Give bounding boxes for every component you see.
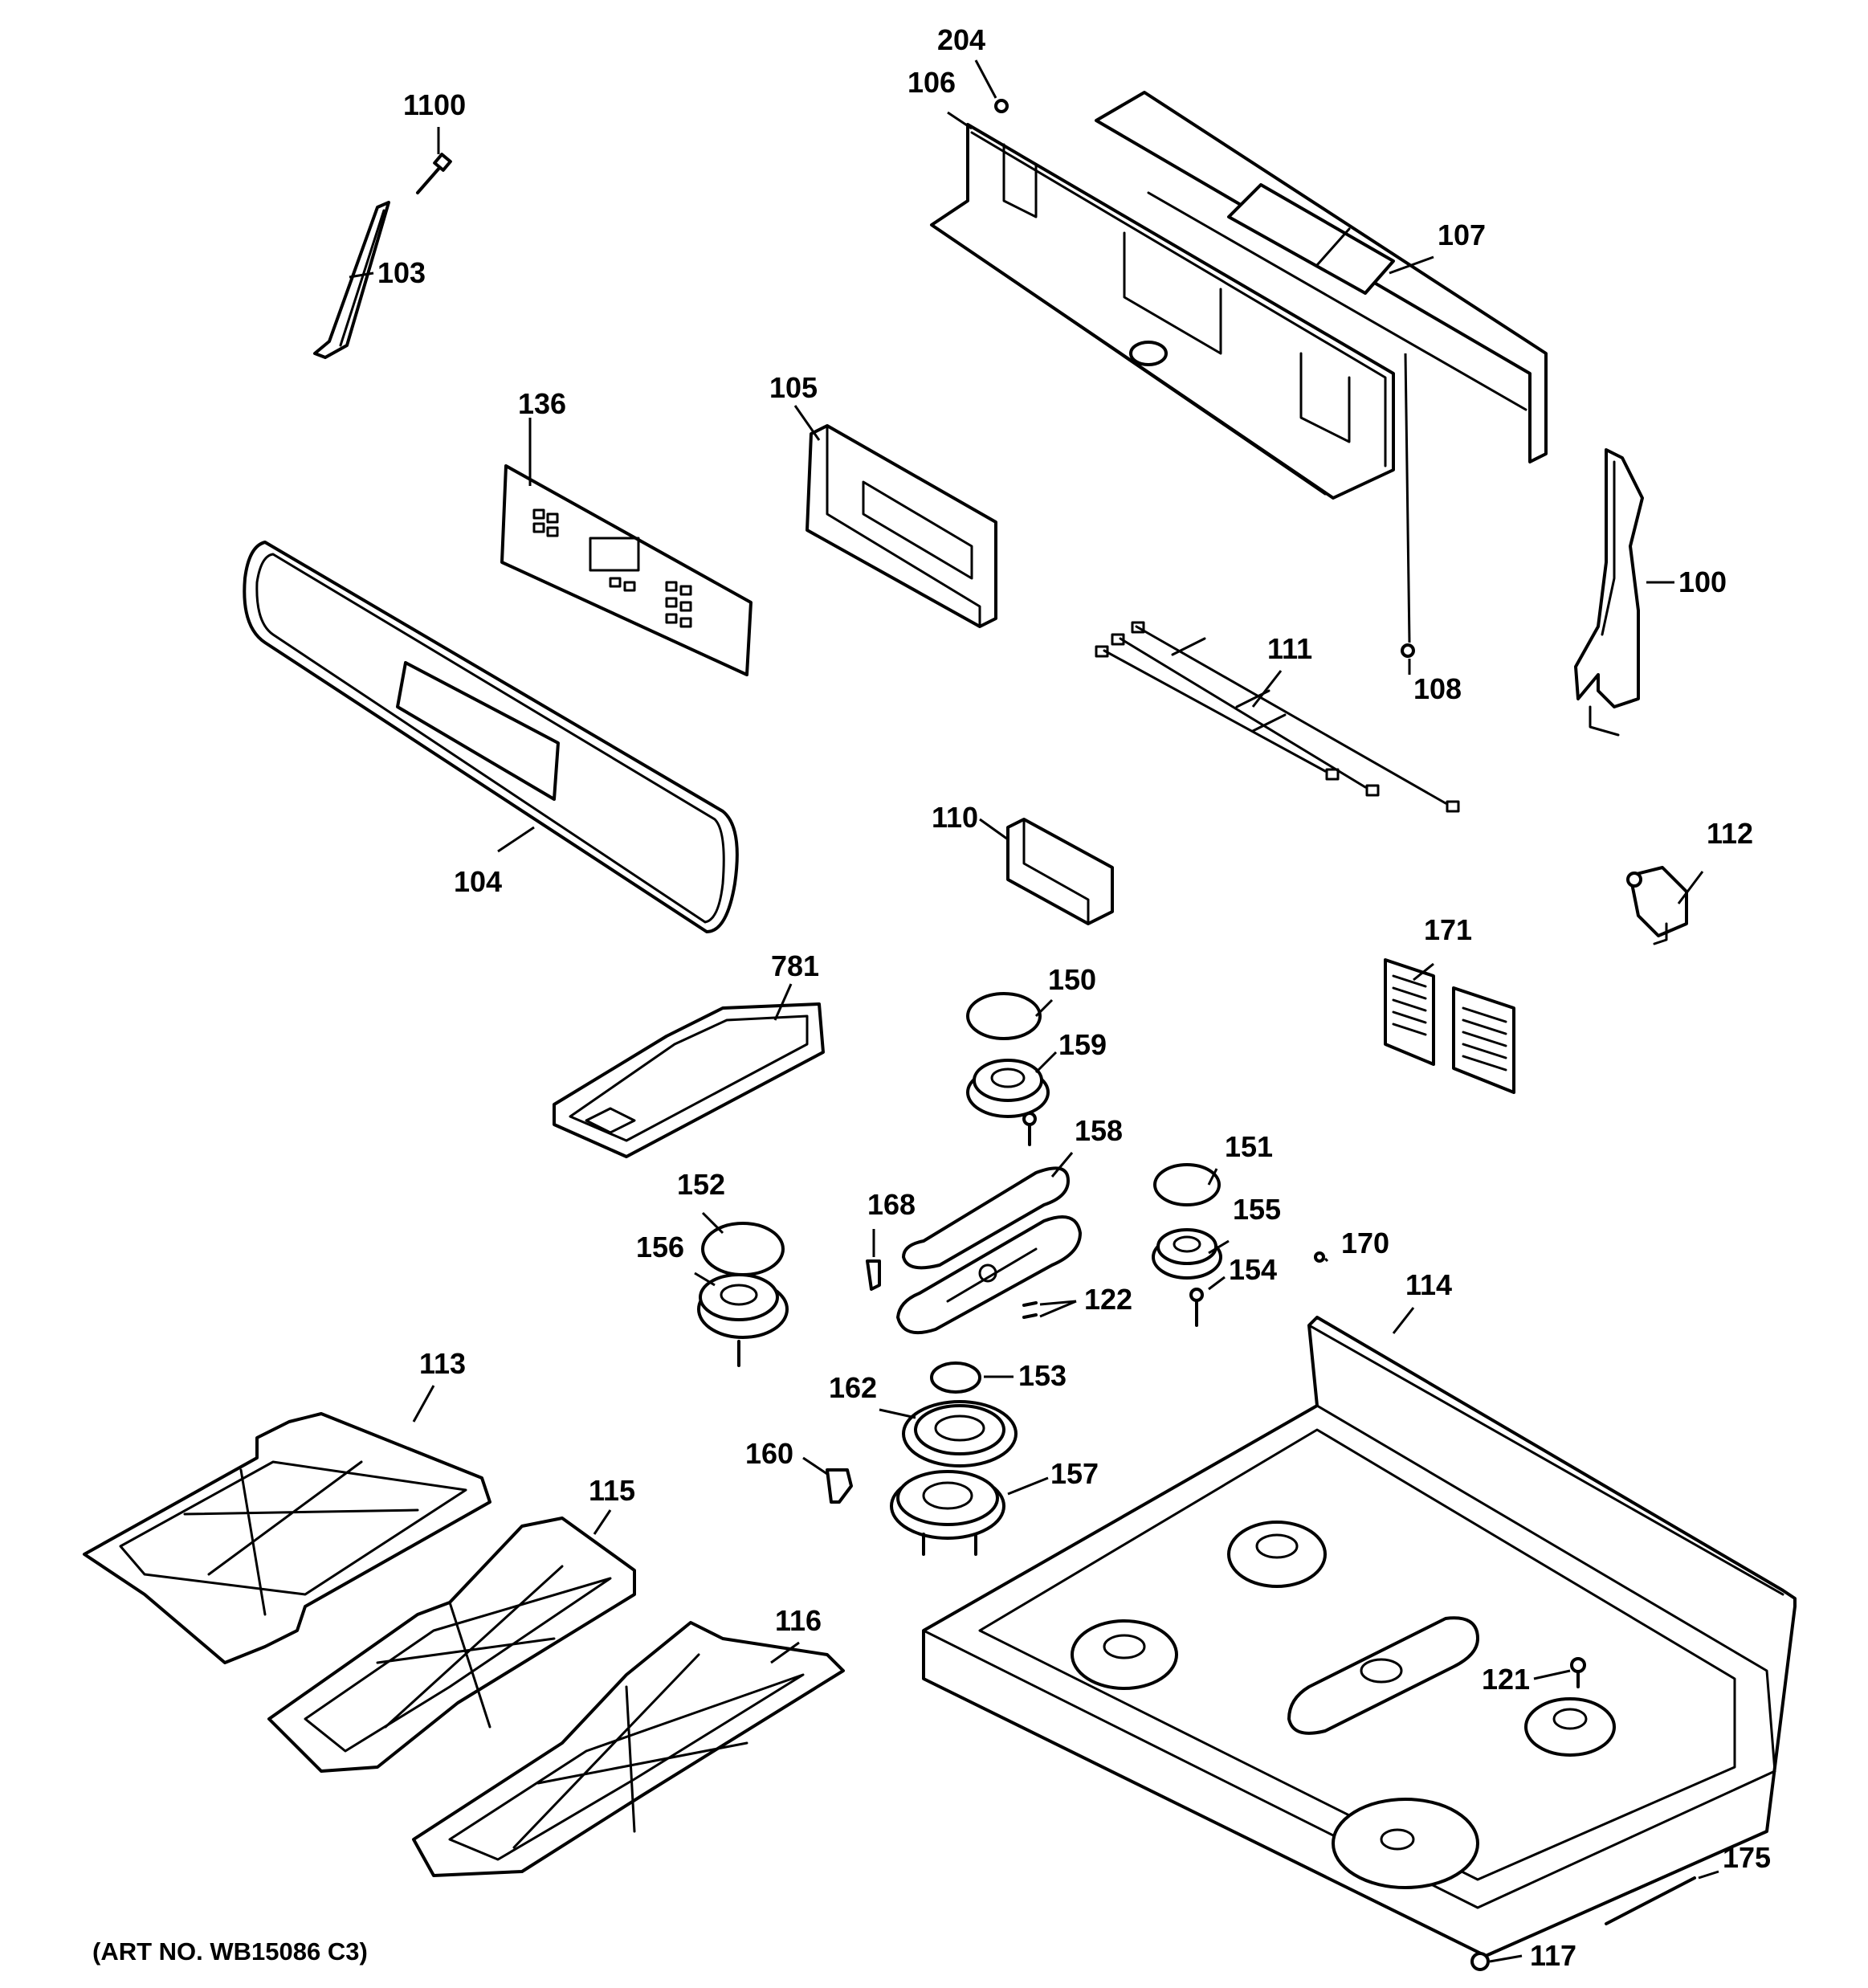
callout-107: 107 — [1438, 218, 1486, 251]
callout-168: 168 — [867, 1188, 916, 1221]
part-1100-screw[interactable] — [416, 153, 452, 194]
callout-111: 111 — [1267, 632, 1312, 665]
part-170-screw[interactable] — [1314, 1251, 1325, 1263]
part-111-wire-harness[interactable] — [1095, 621, 1460, 813]
callout-150: 150 — [1048, 963, 1096, 996]
callout-103: 103 — [377, 256, 426, 289]
part-158-oval-cap[interactable] — [902, 1166, 1070, 1270]
callout-153: 153 — [1018, 1359, 1067, 1392]
callout-122: 122 — [1084, 1283, 1132, 1316]
callout-157: 157 — [1050, 1457, 1099, 1490]
part-156-burner-head[interactable] — [697, 1273, 789, 1367]
callout-113: 113 — [419, 1347, 466, 1380]
part-162-burner-ring[interactable] — [902, 1400, 1018, 1468]
callout-106: 106 — [907, 66, 956, 99]
part-115-grate[interactable] — [267, 1517, 636, 1773]
art-number: (ART NO. WB15086 C3) — [92, 1937, 368, 1966]
part-175-rod[interactable] — [1605, 1876, 1696, 1925]
callout-155: 155 — [1233, 1193, 1281, 1226]
callout-781: 781 — [771, 949, 819, 982]
callout-151: 151 — [1225, 1130, 1273, 1163]
part-168-screw[interactable] — [866, 1259, 881, 1291]
callout-156: 156 — [636, 1231, 684, 1263]
part-104-control-panel[interactable] — [243, 541, 739, 933]
callout-112: 112 — [1707, 817, 1753, 850]
part-153-burner-cap[interactable] — [930, 1361, 981, 1394]
part-112-valve[interactable] — [1626, 866, 1688, 945]
callout-labels: 204 106 1100 103 107 136 105 100 111 108… — [377, 23, 1771, 1972]
leader-lines — [349, 59, 1719, 1963]
part-108-screw[interactable] — [1401, 353, 1415, 658]
part-155-burner-head[interactable] — [1152, 1228, 1222, 1280]
part-171-vent-grille[interactable] — [1384, 958, 1515, 1094]
part-152-burner-cap[interactable] — [701, 1222, 785, 1276]
callout-159: 159 — [1058, 1028, 1107, 1061]
callout-171: 171 — [1424, 913, 1472, 946]
callout-175: 175 — [1723, 1841, 1771, 1874]
callout-170: 170 — [1341, 1227, 1389, 1259]
callout-110: 110 — [932, 801, 978, 834]
part-154-screw[interactable] — [1189, 1288, 1204, 1327]
part-screw-159[interactable] — [1022, 1112, 1037, 1146]
part-100-side-trim[interactable] — [1574, 448, 1644, 737]
part-160-orifice[interactable] — [826, 1468, 853, 1504]
callout-116: 116 — [775, 1604, 822, 1637]
part-116-grate[interactable] — [412, 1621, 845, 1877]
part-121-screw[interactable] — [1570, 1657, 1586, 1688]
part-117-nut[interactable] — [1470, 1952, 1490, 1971]
callout-108: 108 — [1413, 672, 1462, 705]
part-136-control-overlay[interactable] — [500, 464, 753, 676]
part-150-burner-cap[interactable] — [966, 992, 1042, 1040]
callout-115: 115 — [589, 1474, 635, 1507]
callout-121: 121 — [1482, 1663, 1530, 1696]
part-107-rear-panel[interactable] — [1095, 91, 1548, 463]
part-204-screw[interactable] — [994, 99, 1009, 113]
part-122-screws[interactable] — [1022, 1301, 1038, 1319]
part-114-cooktop[interactable] — [922, 1316, 1797, 1957]
callout-1100: 1100 — [403, 88, 466, 121]
callout-136: 136 — [518, 387, 566, 420]
callout-100: 100 — [1678, 565, 1727, 598]
callout-152: 152 — [677, 1168, 725, 1201]
callout-104: 104 — [454, 865, 502, 898]
callout-154: 154 — [1229, 1253, 1277, 1286]
callout-160: 160 — [745, 1437, 793, 1470]
callout-117: 117 — [1530, 1939, 1576, 1972]
part-oval-burner-base[interactable] — [896, 1215, 1082, 1334]
part-151-burner-cap[interactable] — [1153, 1163, 1221, 1206]
callout-105: 105 — [769, 371, 818, 404]
part-157-burner-base[interactable] — [890, 1470, 1005, 1556]
callout-204: 204 — [937, 23, 985, 56]
callout-162: 162 — [829, 1371, 877, 1404]
part-106-rear-frame[interactable] — [930, 123, 1395, 500]
part-110-switch[interactable] — [1006, 818, 1114, 925]
part-105-control-board[interactable] — [806, 424, 997, 628]
part-781-griddle[interactable] — [553, 1002, 825, 1158]
part-159-burner-head[interactable] — [966, 1059, 1050, 1118]
callout-114: 114 — [1405, 1268, 1452, 1301]
part-103-bracket[interactable] — [313, 201, 390, 359]
callout-158: 158 — [1075, 1114, 1123, 1147]
part-113-grate[interactable] — [83, 1412, 491, 1664]
